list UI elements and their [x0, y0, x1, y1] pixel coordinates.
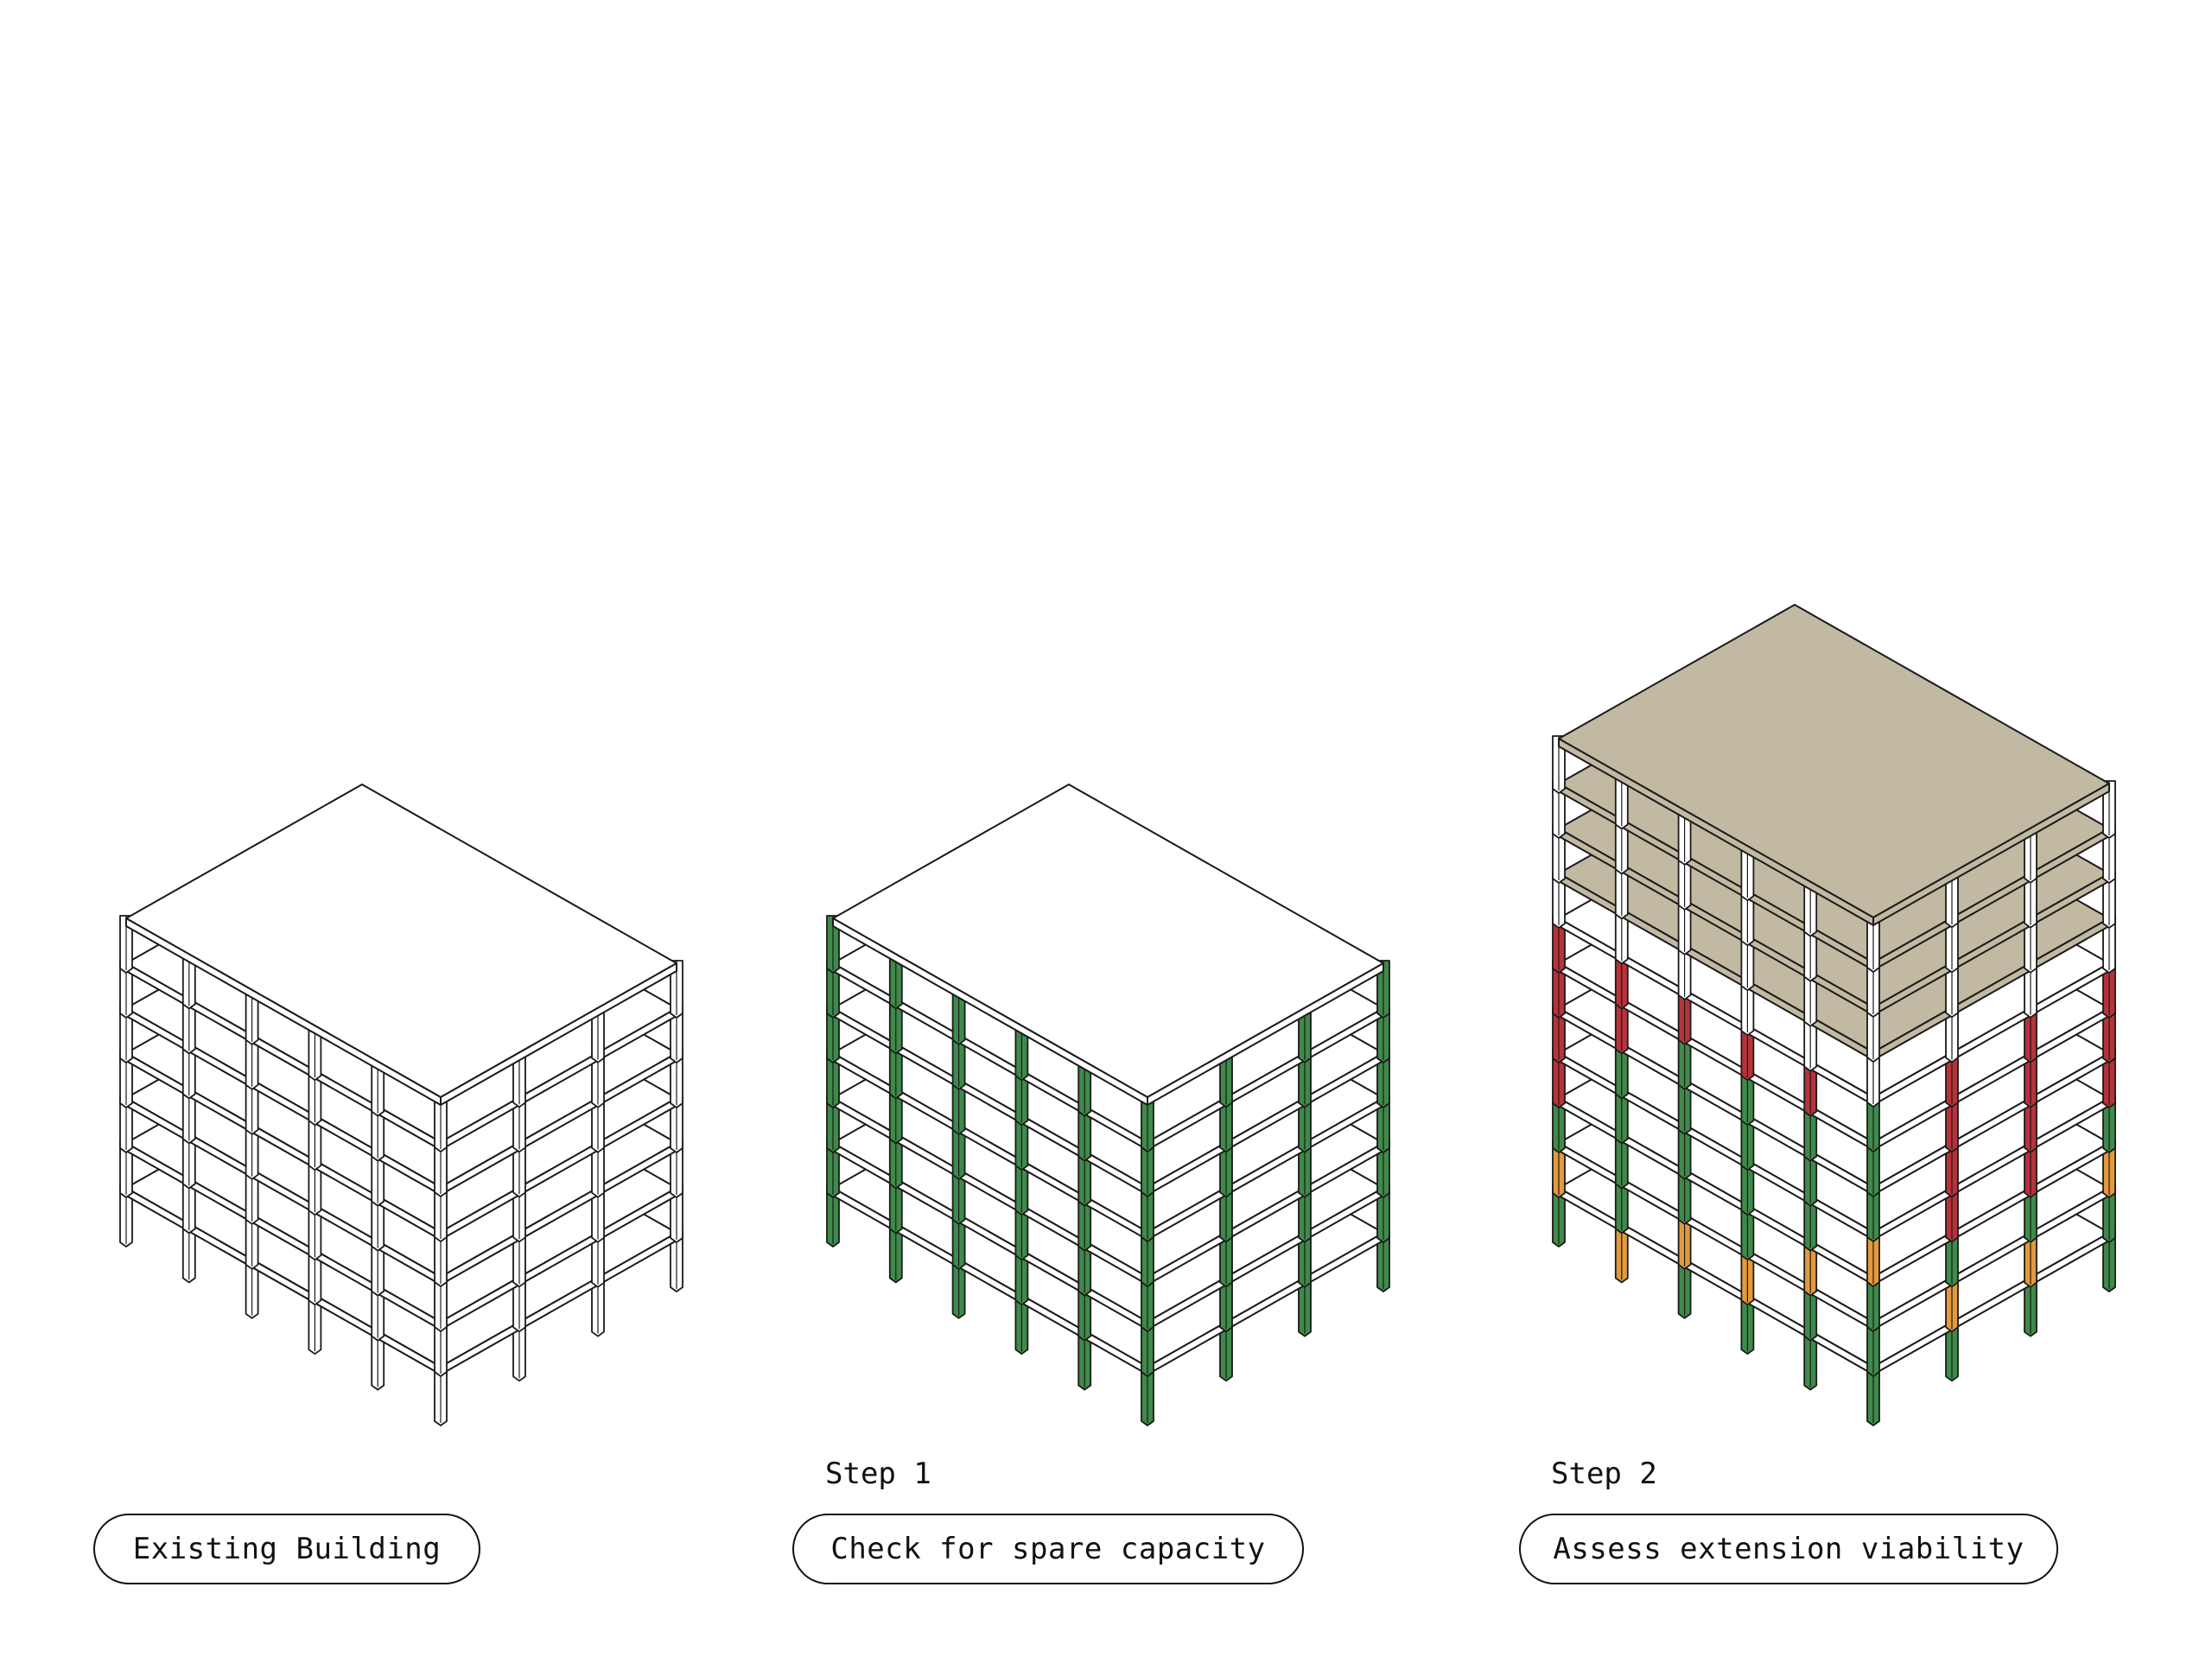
step-1-label: Step 1 — [825, 1457, 931, 1491]
step2-building — [1552, 604, 2116, 1426]
step2-slab-10-right-edge — [1872, 783, 2110, 926]
existing-slab-6-right-edge — [440, 962, 677, 1106]
check-spare-capacity-button[interactable]: Check for spare capacity — [792, 1514, 1304, 1584]
assess-extension-viability-button[interactable]: Assess extension viability — [1519, 1514, 2058, 1584]
step-2-label: Step 2 — [1551, 1457, 1657, 1491]
existing-building-button[interactable]: Existing Building — [93, 1514, 480, 1584]
step1-building — [826, 784, 1390, 1426]
existing-building — [119, 784, 683, 1426]
step1-slab-6-right-edge — [1147, 962, 1384, 1106]
